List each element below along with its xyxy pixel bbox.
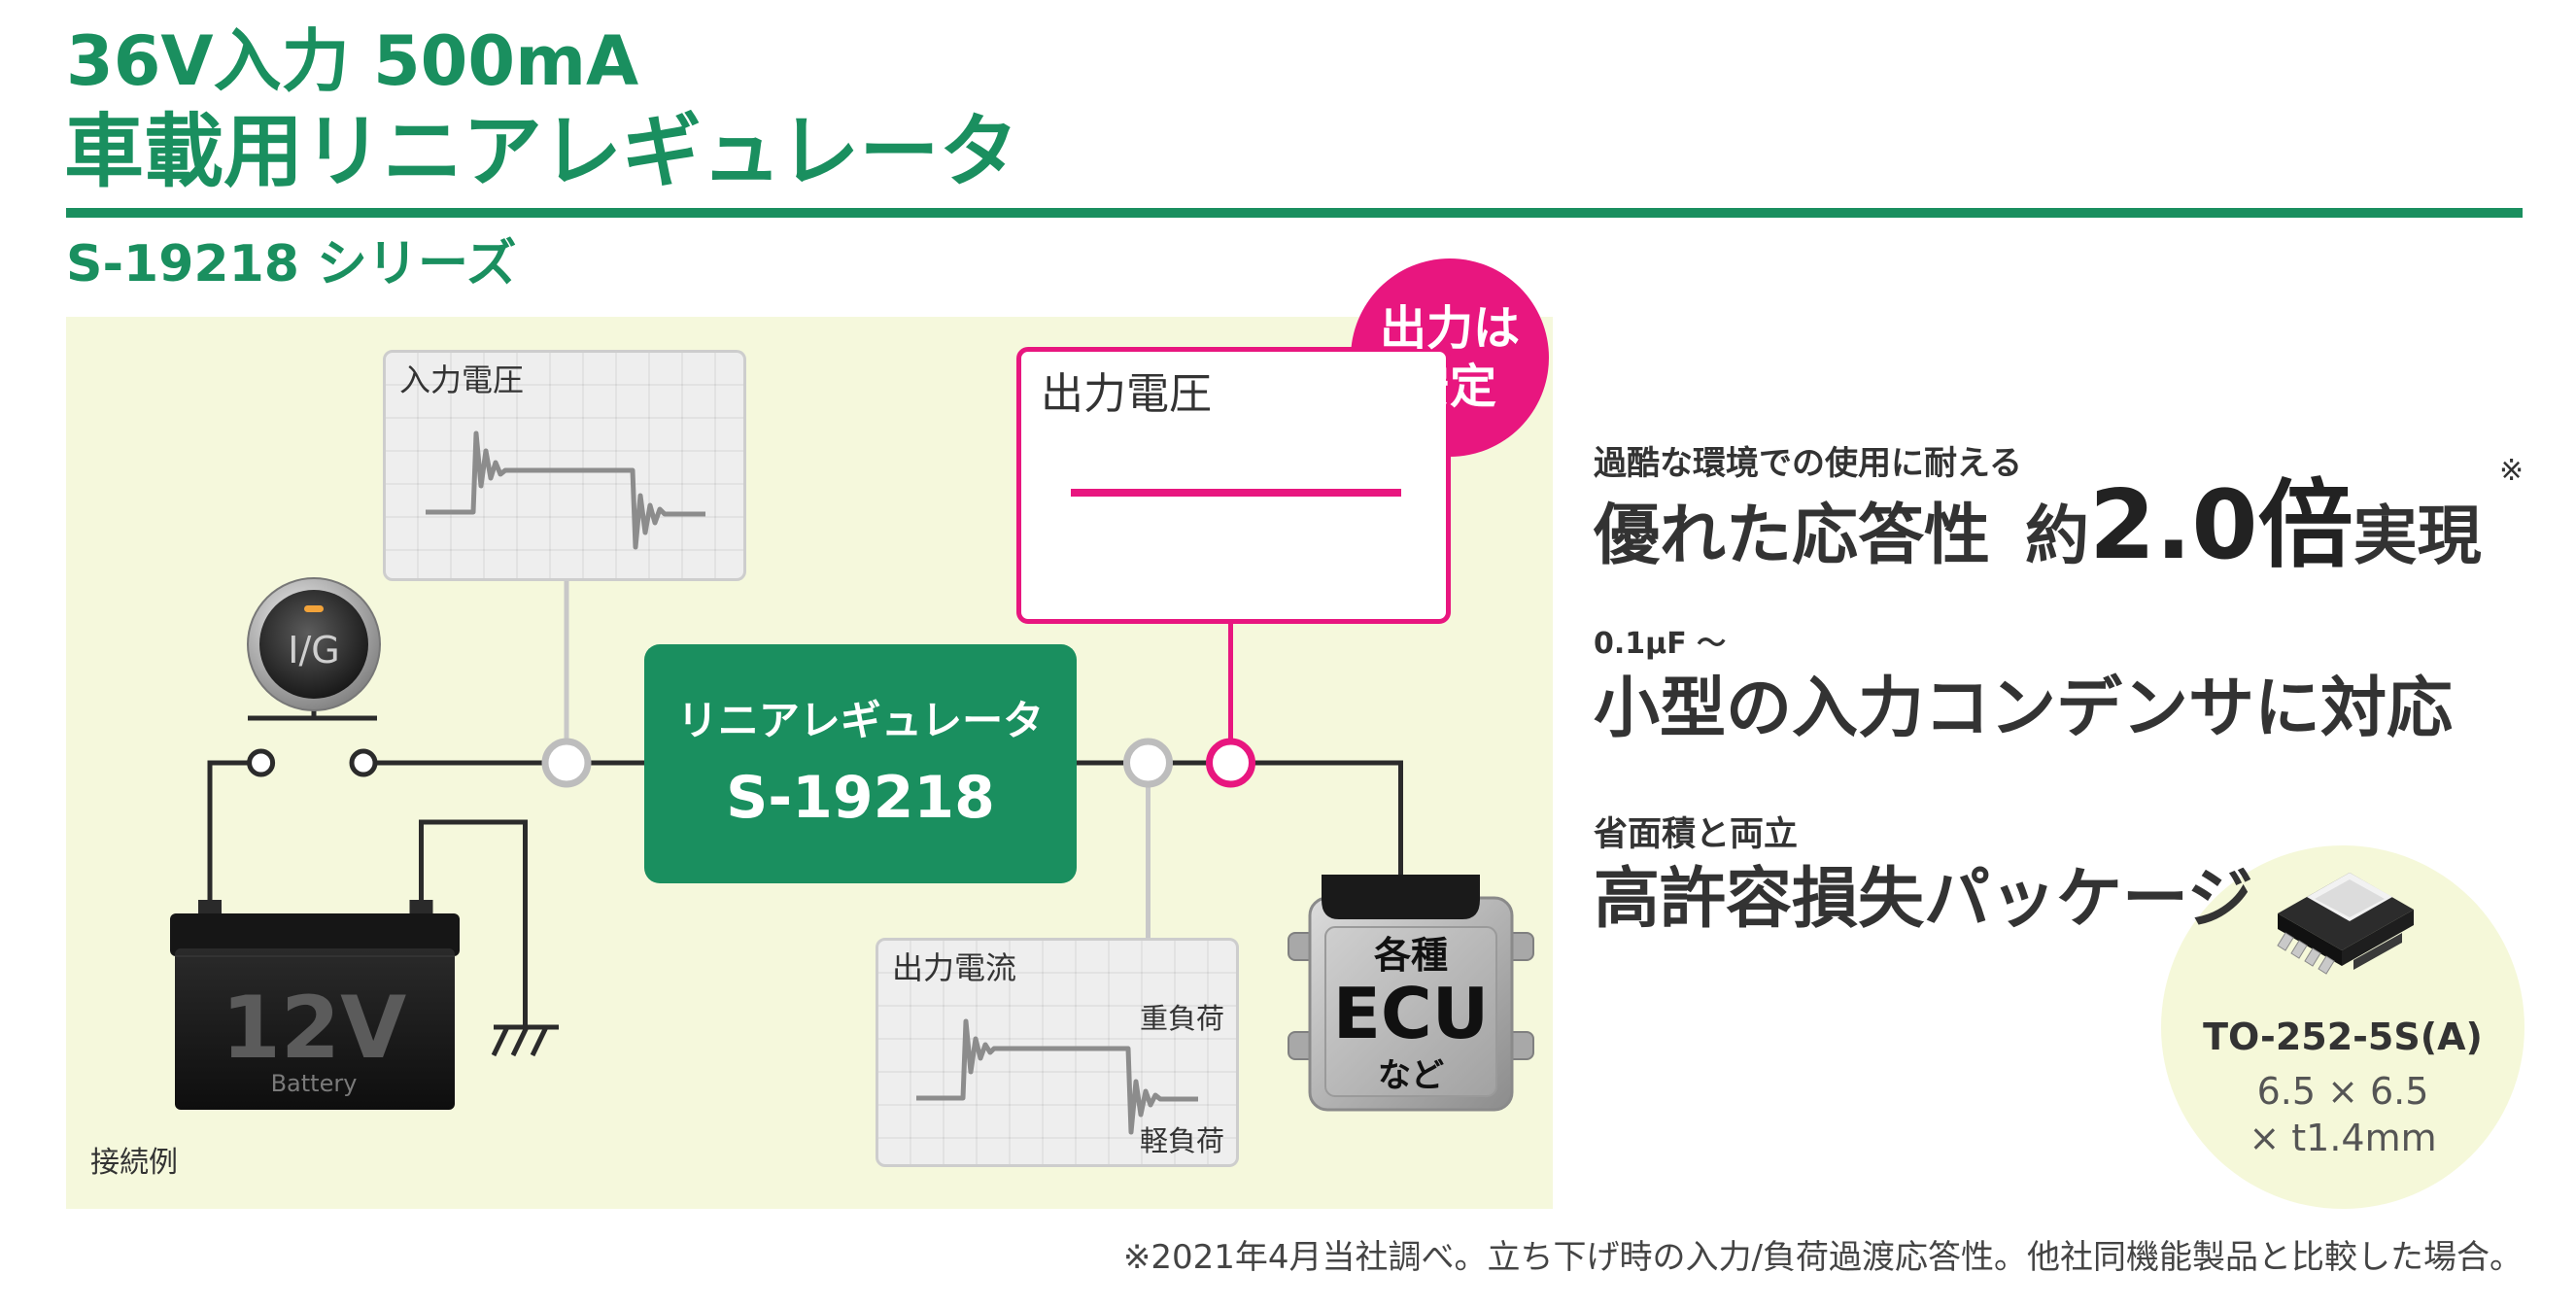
package-size-line-2: × t1.4mm	[2249, 1117, 2437, 1159]
output-voltage-scope: 出力電圧	[1016, 347, 1451, 624]
feature-2-headline: 小型の入力コンデンサに対応	[1594, 671, 2454, 747]
output-current-scope: 出力電流 重負荷 軽負荷	[876, 938, 1239, 1167]
input-voltage-waveform	[426, 430, 705, 550]
output-current-probe-node	[1123, 738, 1173, 788]
ecu-icon	[1288, 875, 1534, 1112]
ground-icon	[491, 1024, 559, 1057]
battery-positive-wire	[207, 760, 249, 902]
heavy-load-label: 重負荷	[1139, 1002, 1224, 1035]
footnote: ※2021年4月当社調べ。立ち下げ時の入力/負荷過渡応答性。他社同機能製品と比較…	[1122, 1238, 2523, 1277]
package-size-line-1: 6.5 × 6.5	[2256, 1070, 2429, 1113]
feature-1-headline-row: 優れた応答性 約 2.0倍 実現	[1594, 478, 2482, 573]
battery-icon	[170, 900, 460, 1110]
output-voltage-label: 出力電圧	[1041, 369, 1212, 419]
diagram-caption: 接続例	[90, 1146, 178, 1180]
regulator-part-number: S-19218	[726, 764, 995, 832]
output-current-waveform	[916, 1018, 1198, 1135]
battery-voltage: 12V	[222, 978, 407, 1078]
stable-callout-line-1: 出力は	[1379, 301, 1520, 356]
series-name: S-19218 シリーズ	[66, 235, 517, 293]
ignition-label: I/G	[288, 629, 339, 671]
stable-callout-line-2: 安定	[1402, 360, 1496, 414]
input-voltage-scope: 入力電圧	[383, 350, 746, 581]
ecu-line-2: ECU	[1333, 973, 1490, 1054]
input-probe-node	[541, 738, 592, 788]
stable-callout-text: 出力は 安定	[1351, 258, 1549, 457]
ecu-line-3: など	[1378, 1056, 1444, 1095]
output-voltage-probe-node	[1206, 738, 1255, 788]
feature-1-lead: 過酷な環境での使用に耐える	[1594, 444, 2022, 483]
header-divider	[66, 208, 2523, 218]
feature-3-headline: 高許容損失パッケージ	[1594, 861, 2253, 938]
feature-3-lead: 省面積と両立	[1594, 815, 1799, 854]
linear-regulator-block: リニアレギュレータ S-19218	[644, 644, 1077, 883]
title-line-2: 車載用リニアレギュレータ	[64, 106, 1019, 198]
feature-1-headline: 優れた応答性	[1594, 498, 1991, 574]
feature-1-prefix: 約	[2025, 499, 2090, 573]
circuit-wiring: I/G 12V Battery	[170, 258, 1549, 1112]
title-line-1: 36V入力 500mA	[66, 21, 639, 101]
ground-wire	[419, 819, 528, 1027]
switch-contact-left	[247, 748, 276, 777]
ecu-line-1: 各種	[1374, 934, 1448, 977]
battery-label: Battery	[271, 1070, 358, 1097]
feature-2-lead: 0.1μF ～	[1594, 627, 1727, 661]
ignition-knob-icon	[247, 577, 381, 711]
output-current-label: 出力電流	[892, 949, 1017, 986]
feature-1-suffix: 実現	[2353, 499, 2482, 573]
light-load-label: 軽負荷	[1139, 1124, 1224, 1157]
output-wire	[1077, 760, 1403, 876]
connection-diagram-panel: I/G 12V Battery	[66, 258, 1553, 1209]
feature-1-note-mark: ※	[2499, 454, 2524, 488]
input-voltage-label: 入力電圧	[399, 361, 525, 398]
switch-contact-right	[349, 748, 378, 777]
ic-package-icon	[2277, 873, 2414, 975]
package-name: TO-252-5S(A)	[2203, 1015, 2483, 1058]
output-voltage-waveform	[1071, 489, 1401, 497]
feature-1-highlight: 2.0倍	[2089, 470, 2353, 581]
regulator-type: リニアレギュレータ	[676, 697, 1045, 744]
